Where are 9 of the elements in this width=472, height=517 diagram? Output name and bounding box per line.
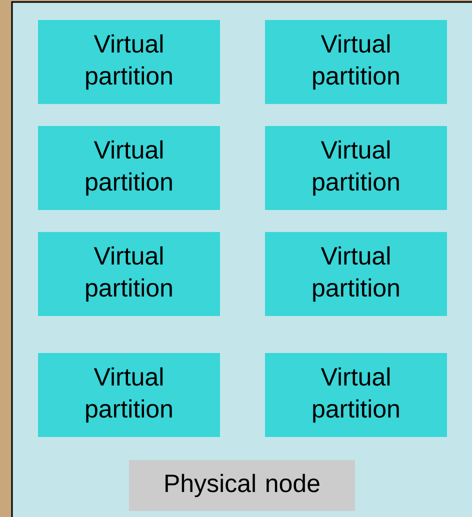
partition-box: Virtual partition	[38, 20, 220, 104]
partition-box: Virtual partition	[38, 232, 220, 316]
partition-box: Virtual partition	[265, 20, 447, 104]
partition-box: Virtual partition	[38, 353, 220, 437]
partition-box: Virtual partition	[265, 353, 447, 437]
partition-box: Virtual partition	[38, 126, 220, 210]
partition-box: Virtual partition	[265, 126, 447, 210]
node-box: Physical node	[129, 460, 355, 511]
partition-box: Virtual partition	[265, 232, 447, 316]
